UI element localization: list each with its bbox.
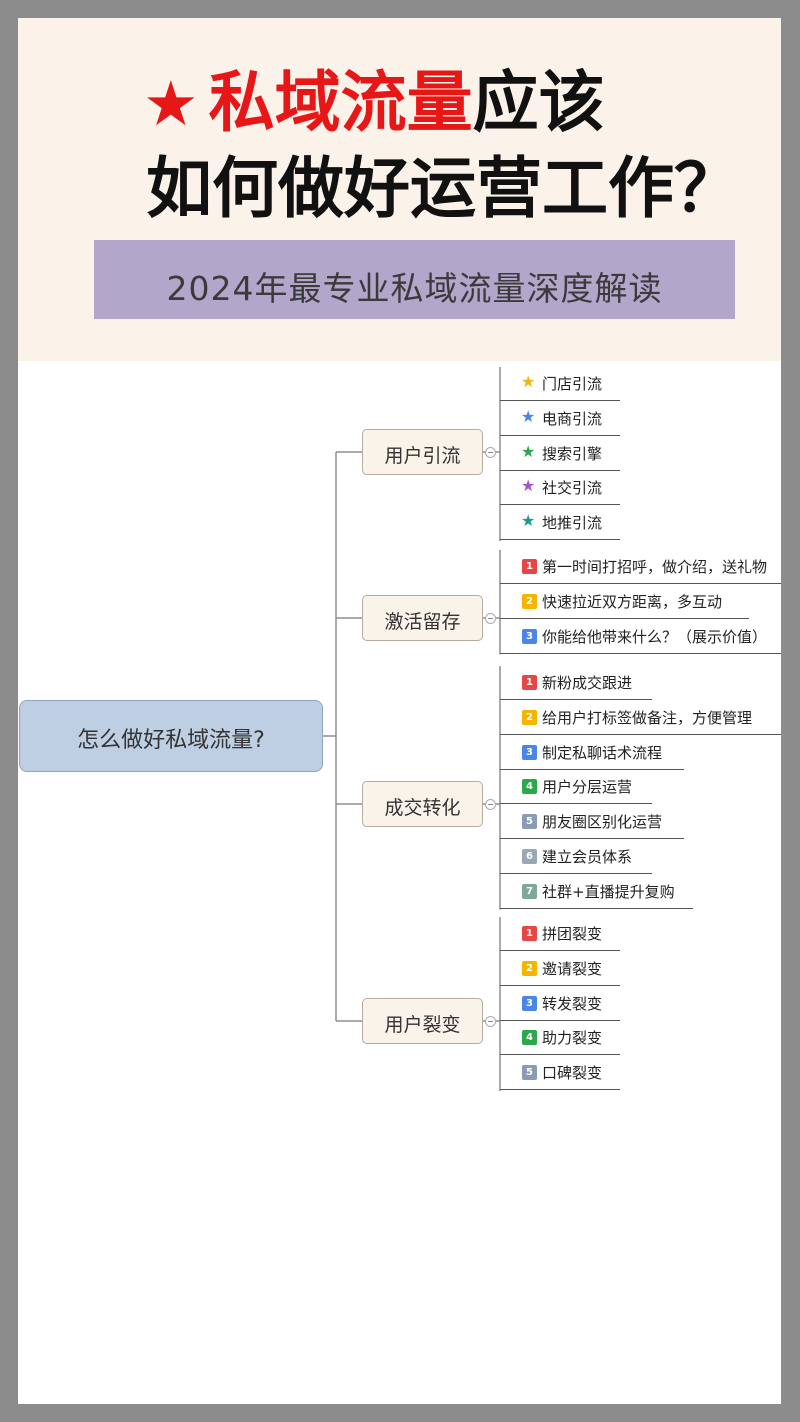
leaf-label: 给用户打标签做备注，方便管理: [542, 708, 753, 727]
leaf-item[interactable]: 5 朋友圈区别化运营: [500, 805, 684, 840]
leaf-label: 门店引流: [542, 375, 603, 393]
leaf-item[interactable]: 4 助力裂变: [500, 1021, 620, 1056]
priority-1-icon: 1: [522, 559, 537, 574]
priority-4-icon: 4: [522, 779, 537, 795]
branch-label: 用户引流: [384, 445, 461, 467]
collapse-toggle-icon[interactable]: [485, 613, 496, 624]
leaf-label: 你能给他带来什么？（展示价值）: [542, 627, 768, 646]
leaf-label: 制定私聊话术流程: [542, 743, 663, 762]
leaf-item[interactable]: 6 建立会员体系: [500, 840, 652, 874]
poster: ★私域流量应该 如何做好运营工作？ 2024年最专业私域流量深度解读 怎么做好私…: [18, 18, 781, 1404]
leaf-label: 快速拉近双方距离，多互动: [542, 592, 723, 611]
branch-label: 成交转化: [384, 797, 461, 819]
leaf-label: 邀请裂变: [542, 959, 603, 978]
collapse-toggle-icon[interactable]: [485, 447, 496, 458]
priority-5-icon: 5: [522, 1065, 537, 1081]
leaf-item[interactable]: ★ 电商引流: [500, 402, 620, 436]
mindmap-root[interactable]: 怎么做好私域流量?: [19, 700, 323, 772]
leaf-item[interactable]: 4 用户分层运营: [500, 770, 652, 805]
leaf-label: 助力裂变: [542, 1029, 603, 1048]
leaf-item[interactable]: 2 邀请裂变: [500, 952, 620, 986]
leaf-item[interactable]: ★ 地推引流: [500, 506, 620, 541]
leaf-label: 建立会员体系: [542, 848, 633, 866]
branch-node[interactable]: 用户裂变: [362, 998, 483, 1044]
branch-node[interactable]: 激活留存: [362, 595, 483, 641]
priority-7-icon: 7: [522, 883, 537, 899]
priority-4-icon: 4: [522, 1030, 537, 1046]
leaf-item[interactable]: 1 第一时间打招呼，做介绍，送礼物: [500, 550, 781, 584]
leaf-label: 朋友圈区别化运营: [542, 813, 663, 832]
leaf-item[interactable]: ★ 社交引流: [500, 471, 620, 506]
priority-2-icon: 2: [522, 960, 537, 976]
leaf-label: 新粉成交跟进: [542, 674, 633, 692]
collapse-toggle-icon[interactable]: [485, 1016, 496, 1027]
subtitle-text: 2024年最专业私域流量深度解读: [166, 269, 663, 308]
leaf-item[interactable]: 1 新粉成交跟进: [500, 666, 652, 700]
leaf-label: 拼团裂变: [542, 925, 603, 943]
leaf-item[interactable]: ★ 搜索引擎: [500, 437, 620, 471]
star-icon: ★: [521, 476, 536, 496]
subtitle-banner: 2024年最专业私域流量深度解读: [94, 240, 735, 319]
leaf-item[interactable]: ★ 门店引流: [500, 367, 620, 401]
collapse-toggle-icon[interactable]: [485, 799, 496, 810]
leaf-item[interactable]: 3 制定私聊话术流程: [500, 736, 684, 770]
title-highlight: 私域流量: [208, 64, 473, 141]
priority-3-icon: 3: [522, 628, 537, 644]
title-line-2: 如何做好运营工作？: [146, 150, 740, 227]
leaf-label: 社群+直播提升复购: [542, 882, 675, 901]
star-icon: ★: [521, 372, 536, 391]
leaf-label: 地推引流: [542, 514, 603, 533]
leaf-label: 转发裂变: [542, 994, 603, 1013]
root-label: 怎么做好私域流量?: [77, 728, 265, 753]
leaf-item[interactable]: 5 口碑裂变: [500, 1056, 620, 1091]
leaf-label: 用户分层运营: [542, 778, 633, 797]
star-icon: ★: [521, 441, 536, 461]
priority-2-icon: 2: [522, 593, 537, 609]
priority-2-icon: 2: [522, 709, 537, 725]
branch-label: 激活留存: [384, 611, 461, 633]
leaf-label: 电商引流: [542, 409, 603, 428]
title-line-1: ★私域流量应该: [143, 70, 605, 136]
branch-node[interactable]: 用户引流: [362, 429, 483, 475]
priority-1-icon: 1: [522, 675, 537, 690]
leaf-item[interactable]: 7 社群+直播提升复购: [500, 875, 693, 909]
leaf-label: 社交引流: [542, 479, 603, 498]
leaf-label: 搜索引擎: [542, 444, 603, 463]
title-suffix: 应该: [472, 64, 605, 141]
leaf-item[interactable]: 2 给用户打标签做备注，方便管理: [500, 701, 781, 735]
priority-1-icon: 1: [522, 926, 537, 941]
priority-6-icon: 6: [522, 849, 537, 864]
branch-node[interactable]: 成交转化: [362, 781, 483, 827]
leaf-item[interactable]: 1 拼团裂变: [500, 917, 620, 951]
leaf-item[interactable]: 2 快速拉近双方距离，多互动: [500, 585, 749, 619]
leaf-item[interactable]: 3 转发裂变: [500, 987, 620, 1021]
leaf-item[interactable]: 3 你能给他带来什么？（展示价值）: [500, 620, 781, 654]
priority-5-icon: 5: [522, 814, 537, 830]
star-icon: ★: [521, 511, 536, 531]
header-section: ★私域流量应该 如何做好运营工作？ 2024年最专业私域流量深度解读: [18, 18, 781, 361]
star-icon: ★: [143, 67, 199, 140]
star-icon: ★: [521, 406, 536, 426]
leaf-label: 口碑裂变: [542, 1064, 603, 1083]
branch-label: 用户裂变: [384, 1014, 461, 1036]
priority-3-icon: 3: [522, 744, 537, 760]
leaf-label: 第一时间打招呼，做介绍，送礼物: [542, 558, 768, 576]
priority-3-icon: 3: [522, 995, 537, 1011]
